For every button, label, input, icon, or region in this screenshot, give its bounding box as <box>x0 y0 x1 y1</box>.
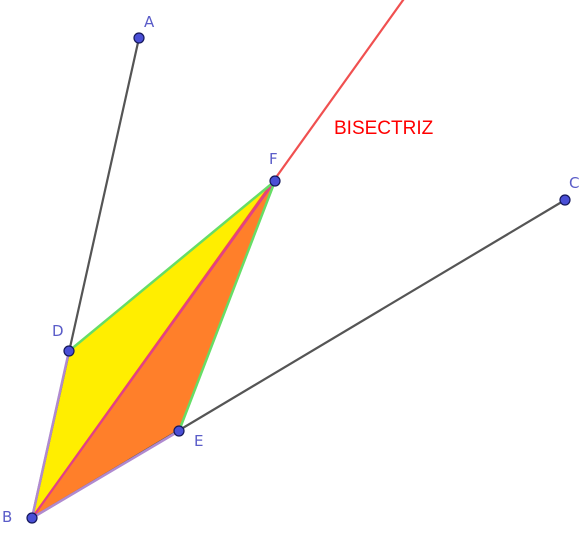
point-d[interactable] <box>63 345 75 357</box>
edge-ef <box>177 180 277 432</box>
point-f-label: F <box>269 150 278 168</box>
point-d-label: D <box>52 322 64 340</box>
point-e[interactable] <box>173 425 185 437</box>
point-c-label: C <box>569 174 579 192</box>
diagonal-bf <box>31 180 276 519</box>
point-c[interactable] <box>559 194 571 206</box>
edge-be <box>31 429 180 520</box>
point-a-label: A <box>144 13 155 31</box>
point-f[interactable] <box>269 175 281 187</box>
point-b[interactable] <box>26 512 38 524</box>
edge-df <box>68 180 276 352</box>
point-b-label: B <box>2 508 12 526</box>
edge-bd <box>30 350 71 519</box>
point-a[interactable] <box>133 32 145 44</box>
point-e-label: E <box>194 432 203 450</box>
bisector-label: BISECTRIZ <box>334 118 434 139</box>
